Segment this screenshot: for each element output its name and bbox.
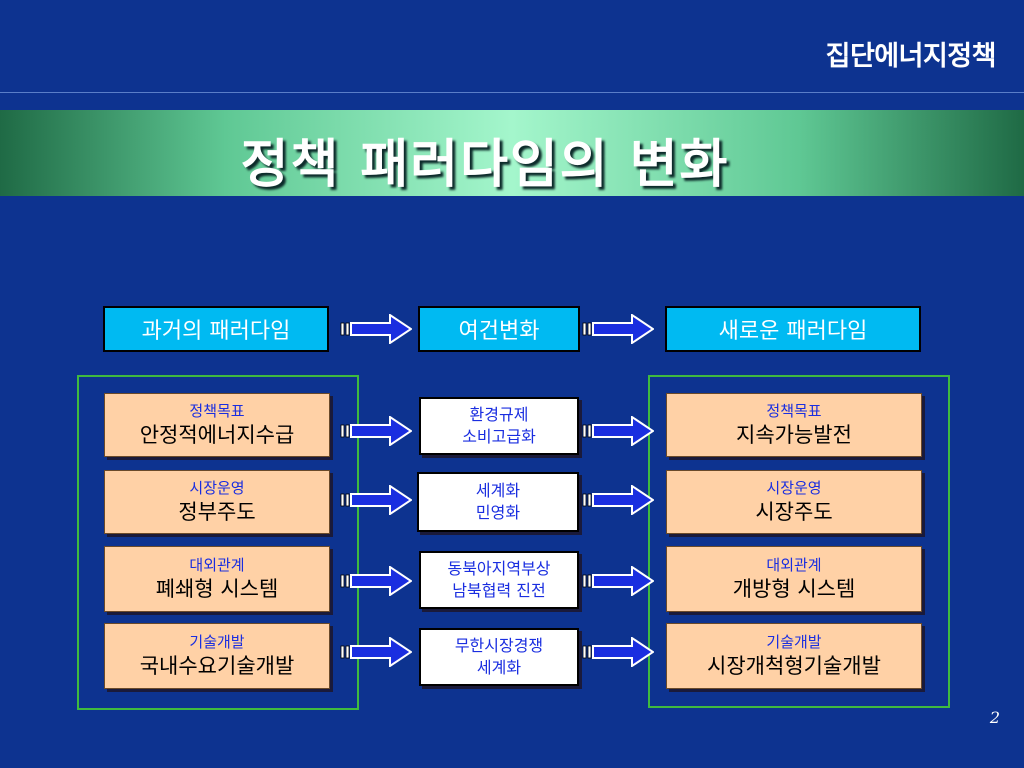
change-line-1: 환경규제 xyxy=(469,405,529,424)
change-line-1: 세계화 xyxy=(475,481,521,500)
item-value: 시장개척형기술개발 xyxy=(707,654,881,678)
new-item-policy-goal: 정책목표 지속가능발전 xyxy=(666,393,922,457)
item-value: 지속가능발전 xyxy=(736,423,852,447)
page-number: 2 xyxy=(989,708,1000,727)
item-category: 기술개발 xyxy=(766,633,822,651)
item-value: 정부주도 xyxy=(178,500,256,524)
row4-arrow-left-icon xyxy=(340,637,412,667)
change-line-2: 세계화 xyxy=(476,658,522,677)
past-paradigm-header: 과거의 패러다임 xyxy=(103,306,329,352)
new-paradigm-group xyxy=(648,375,950,708)
new-item-technology: 기술개발 시장개척형기술개발 xyxy=(666,623,922,689)
item-category: 정책목표 xyxy=(189,402,245,420)
item-value: 폐쇄형 시스템 xyxy=(155,577,279,601)
row2-arrow-left-icon xyxy=(340,485,412,515)
row1-arrow-right-icon xyxy=(582,416,654,446)
row3-arrow-right-icon xyxy=(582,566,654,596)
past-item-policy-goal: 정책목표 안정적에너지수급 xyxy=(104,393,330,457)
item-category: 기술개발 xyxy=(189,633,245,651)
item-value: 국내수요기술개발 xyxy=(139,654,295,678)
item-value: 시장주도 xyxy=(755,500,833,524)
header-divider xyxy=(0,92,1024,93)
new-item-external: 대외관계 개방형 시스템 xyxy=(666,546,922,612)
change-line-1: 무한시장경쟁 xyxy=(454,636,544,655)
change-line-2: 남북협력 진전 xyxy=(452,581,546,600)
item-category: 정책목표 xyxy=(766,402,822,420)
change-header: 여건변화 xyxy=(418,306,580,352)
change-line-2: 민영화 xyxy=(475,503,521,522)
header-arrow-1-icon xyxy=(340,314,412,344)
item-category: 시장운영 xyxy=(189,479,245,497)
past-item-external: 대외관계 폐쇄형 시스템 xyxy=(104,546,330,612)
row2-arrow-right-icon xyxy=(582,485,654,515)
new-paradigm-header: 새로운 패러다임 xyxy=(665,306,921,352)
slide-title: 정책 패러다임의 변화 xyxy=(240,135,730,195)
change-line-1: 동북아지역부상 xyxy=(447,559,551,578)
change-item-1: 환경규제 소비고급화 xyxy=(419,397,579,455)
item-category: 대외관계 xyxy=(766,556,822,574)
item-value: 개방형 시스템 xyxy=(732,577,856,601)
change-item-2: 세계화 민영화 xyxy=(417,472,579,532)
header-arrow-2-icon xyxy=(582,314,654,344)
item-category: 시장운영 xyxy=(766,479,822,497)
item-category: 대외관계 xyxy=(189,556,245,574)
past-item-market: 시장운영 정부주도 xyxy=(104,470,330,534)
presentation-title: 집단에너지정책 xyxy=(825,41,997,72)
new-item-market: 시장운영 시장주도 xyxy=(666,470,922,534)
title-banner: 정책 패러다임의 변화 xyxy=(0,110,1024,196)
row3-arrow-left-icon xyxy=(340,566,412,596)
change-line-2: 소비고급화 xyxy=(462,427,536,446)
row4-arrow-right-icon xyxy=(582,637,654,667)
past-item-technology: 기술개발 국내수요기술개발 xyxy=(104,623,330,689)
change-item-3: 동북아지역부상 남북협력 진전 xyxy=(419,551,579,609)
row1-arrow-left-icon xyxy=(340,416,412,446)
past-paradigm-group xyxy=(77,375,359,710)
change-item-4: 무한시장경쟁 세계화 xyxy=(419,628,579,686)
item-value: 안정적에너지수급 xyxy=(139,423,295,447)
